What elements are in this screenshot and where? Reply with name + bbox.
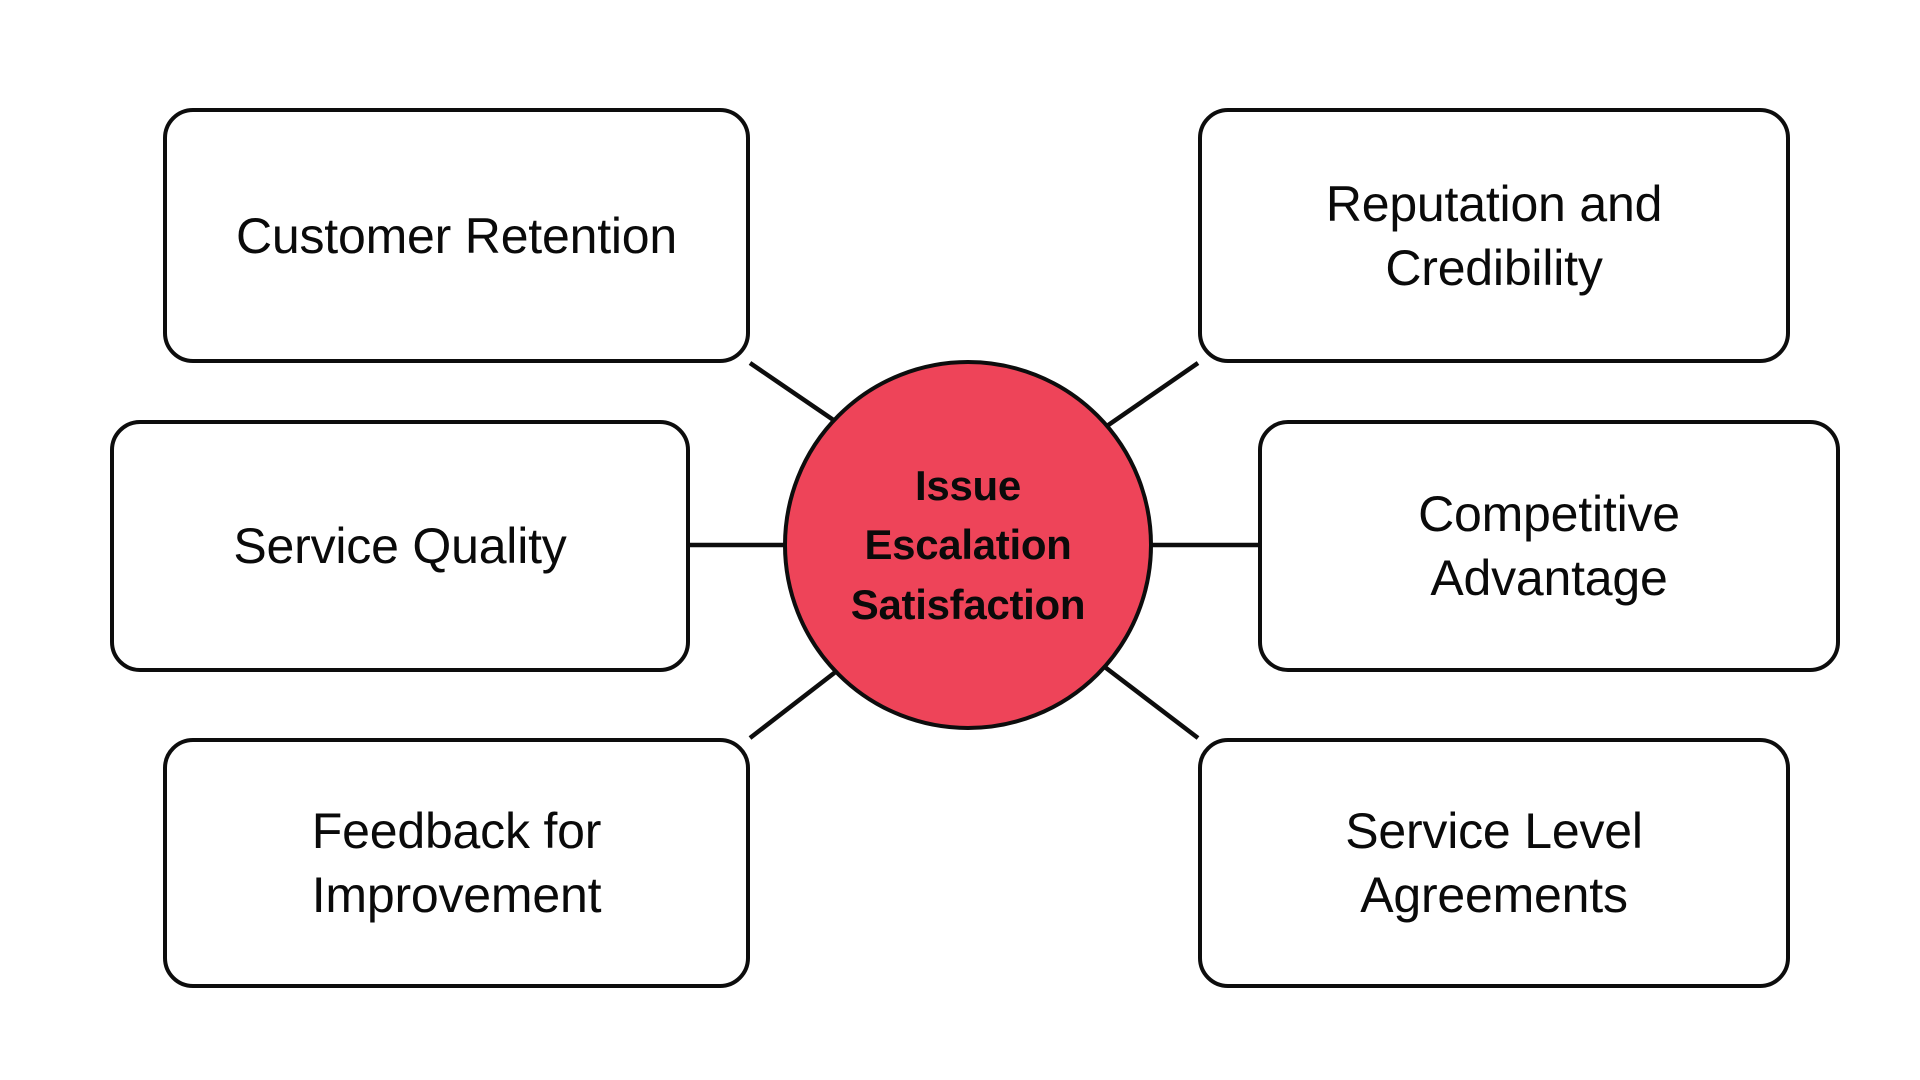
branch-node-feedback-improvement[interactable]: Feedback for Improvement: [163, 738, 750, 988]
branch-node-service-quality[interactable]: Service Quality: [110, 420, 690, 672]
branch-label-service-quality: Service Quality: [233, 518, 567, 574]
branch-label-service-level-agreements: Service Level Agreements: [1345, 803, 1643, 923]
center-node-issue-escalation-satisfaction[interactable]: Issue Escalation Satisfaction: [783, 360, 1153, 730]
branch-label-reputation-credibility: Reputation and Credibility: [1325, 175, 1663, 296]
branch-node-service-level-agreements[interactable]: Service Level Agreements: [1198, 738, 1790, 988]
branch-node-customer-retention[interactable]: Customer Retention: [163, 108, 750, 363]
center-node-label: Issue Escalation Satisfaction: [850, 461, 1086, 628]
branch-label-feedback-improvement: Feedback for Improvement: [311, 803, 602, 923]
branch-label-competitive-advantage: Competitive Advantage: [1418, 486, 1680, 606]
branch-label-customer-retention: Customer Retention: [235, 207, 678, 264]
branch-node-competitive-advantage[interactable]: Competitive Advantage: [1258, 420, 1840, 672]
connector-service-level-agreements: [1087, 653, 1200, 740]
branch-node-reputation-credibility[interactable]: Reputation and Credibility: [1198, 108, 1790, 363]
